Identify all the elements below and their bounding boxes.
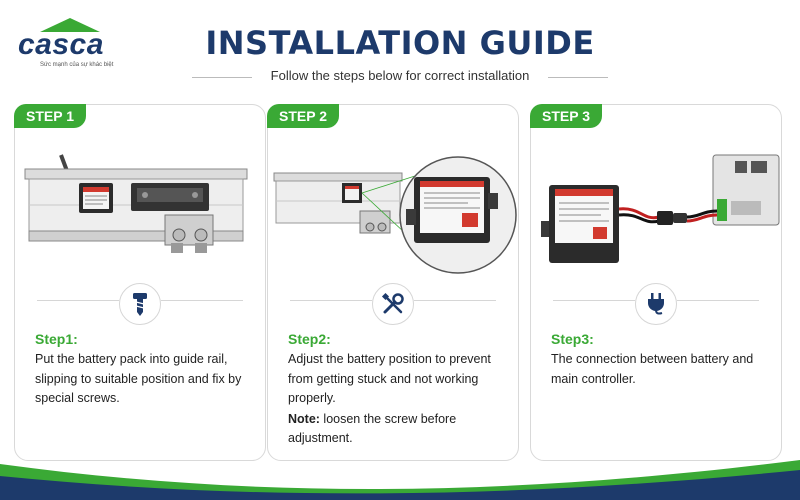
step-heading-1: Step1: bbox=[35, 331, 78, 347]
note-label: Note: bbox=[288, 411, 320, 426]
step-heading-2: Step2: bbox=[288, 331, 331, 347]
step-icon-circle bbox=[372, 283, 414, 325]
step-icon-circle bbox=[119, 283, 161, 325]
tools-icon bbox=[381, 292, 404, 314]
divider-right bbox=[414, 300, 496, 301]
battery-adjust-illustration bbox=[273, 156, 517, 274]
step-body-2: Adjust the battery position to prevent f… bbox=[288, 350, 503, 449]
step-body-3: The connection between battery and main … bbox=[551, 352, 754, 386]
step-card-2: STEP 2 Step2: Adjust the bbox=[267, 104, 519, 461]
note-text: loosen the screw before adjustment. bbox=[288, 411, 457, 446]
subtitle-divider-right bbox=[548, 77, 608, 78]
subtitle-divider-left bbox=[192, 77, 252, 78]
step-card-1: STEP 1 Step1: Put the battery pac bbox=[14, 104, 266, 461]
divider-left bbox=[553, 300, 635, 301]
footer-wave-decoration bbox=[0, 460, 800, 500]
brand-logo: casca Sức mạnh của sự khác biệt bbox=[18, 18, 138, 74]
divider-right bbox=[161, 300, 243, 301]
page-subtitle: Follow the steps below for correct insta… bbox=[270, 68, 530, 83]
battery-controller-illustration bbox=[541, 154, 780, 263]
step-tab-2: STEP 2 bbox=[267, 104, 339, 128]
page-title: INSTALLATION GUIDE bbox=[205, 24, 595, 62]
step-tab-3: STEP 3 bbox=[530, 104, 602, 128]
divider-left bbox=[37, 300, 119, 301]
divider-left bbox=[290, 300, 372, 301]
divider-right bbox=[677, 300, 759, 301]
brand-tagline: Sức mạnh của sự khác biệt bbox=[40, 62, 114, 68]
step-card-3: STEP 3 Step3: The connection between bat bbox=[530, 104, 782, 461]
screw-icon bbox=[133, 293, 147, 316]
plug-icon bbox=[648, 293, 664, 315]
step-body-1: Put the battery pack into guide rail, sl… bbox=[35, 352, 242, 405]
step-note: Note: loosen the screw before adjustment… bbox=[288, 410, 503, 449]
step-icon-circle bbox=[635, 283, 677, 325]
step-heading-3: Step3: bbox=[551, 331, 594, 347]
step-body-2-text: Adjust the battery position to prevent f… bbox=[288, 352, 491, 405]
rail-battery-illustration bbox=[24, 154, 248, 253]
brand-name: casca bbox=[18, 28, 104, 61]
logo-roof-icon bbox=[40, 18, 100, 32]
step-tab-1: STEP 1 bbox=[14, 104, 86, 128]
